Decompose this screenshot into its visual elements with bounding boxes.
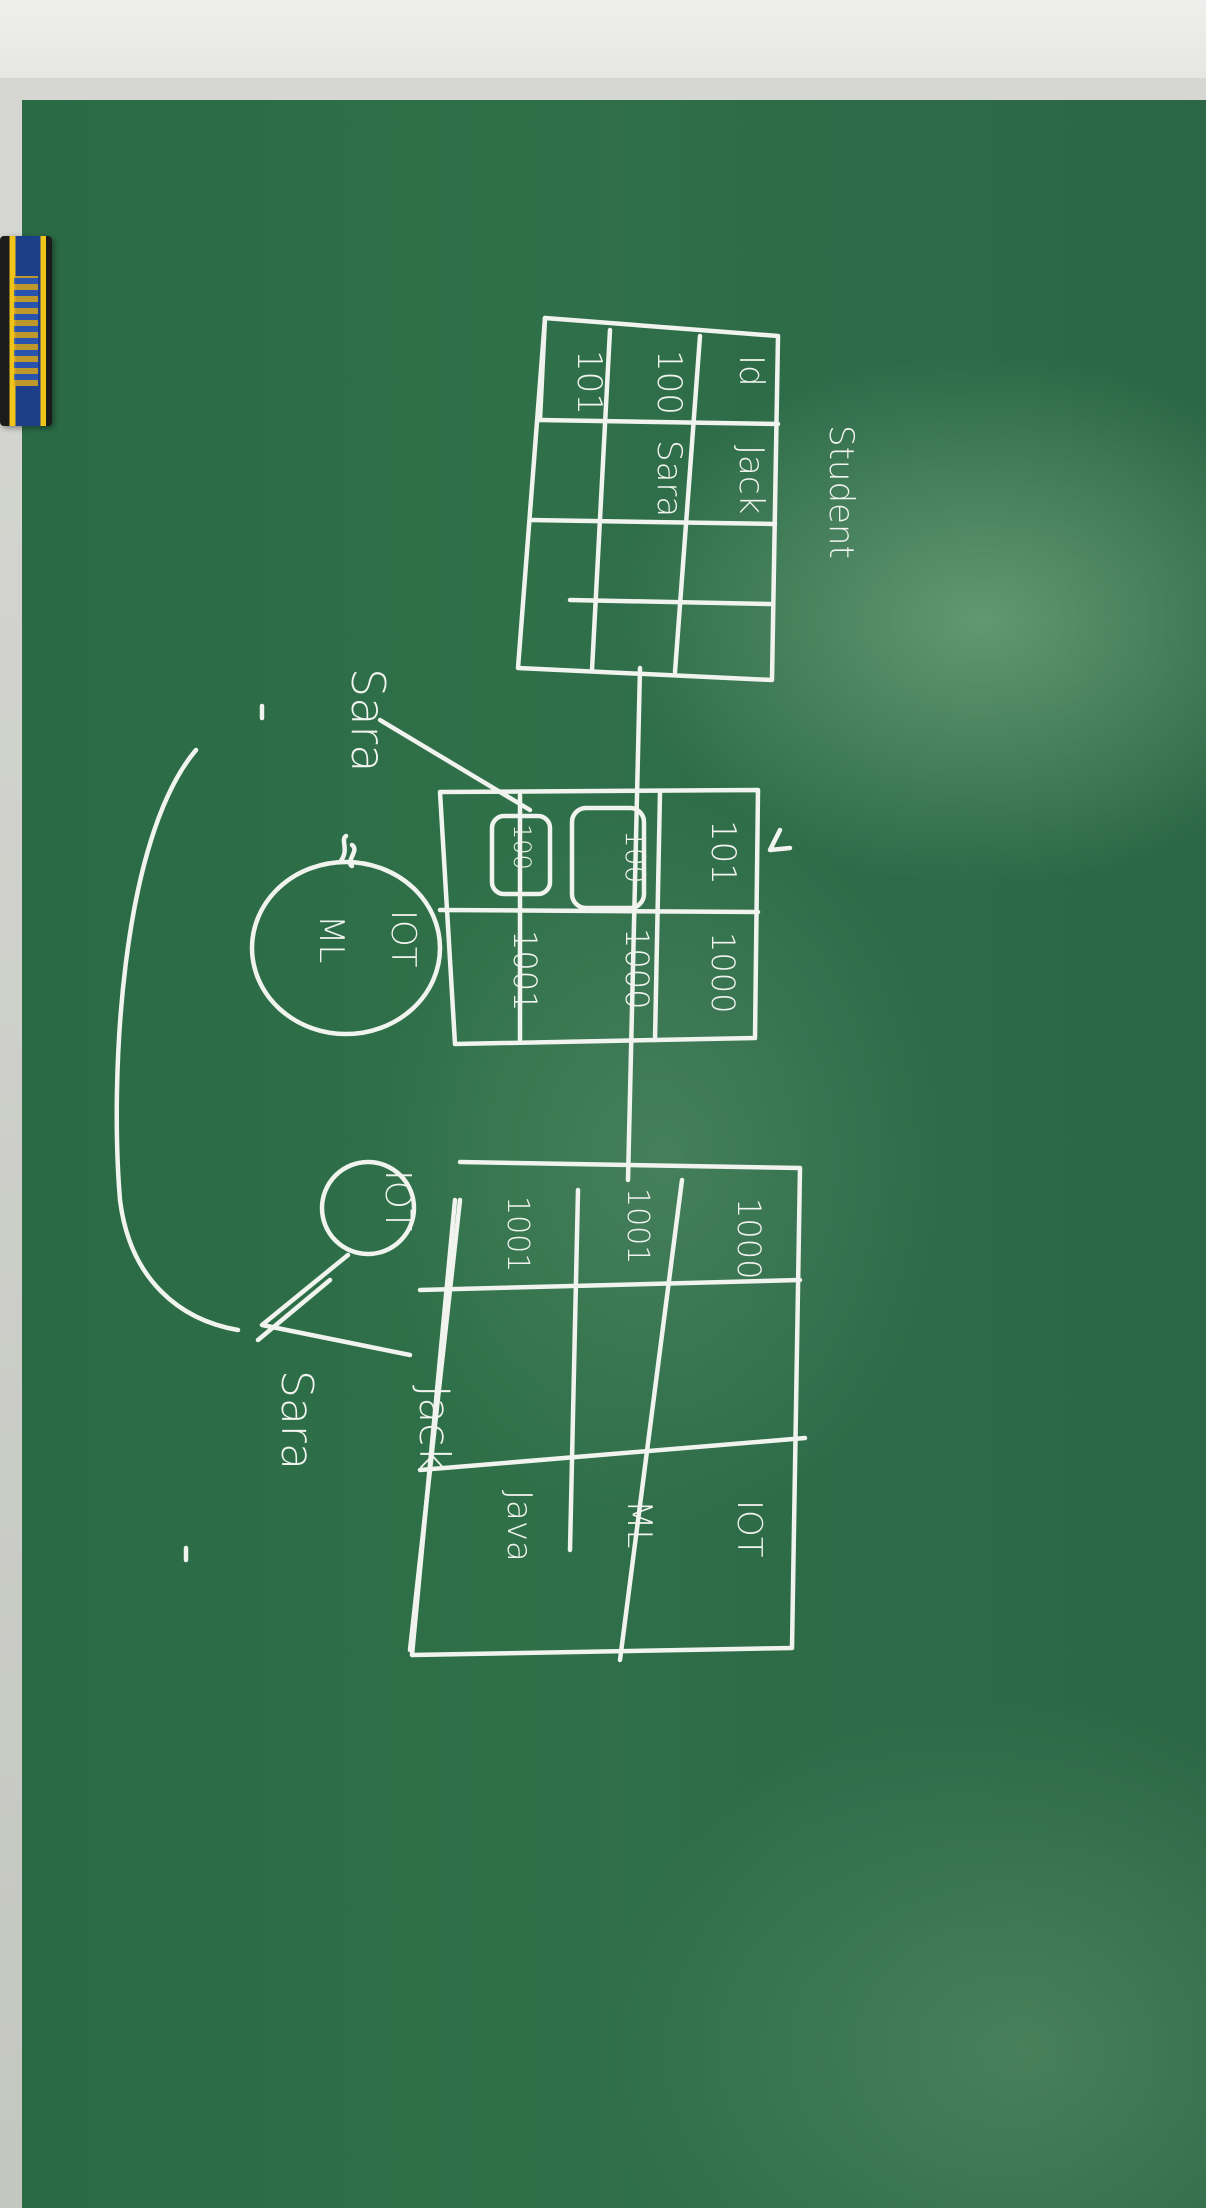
link-cell-course-2: 1001 — [506, 930, 544, 1011]
course-cell-name-2: Java — [499, 1490, 539, 1562]
link-cell-student-1: 100 — [619, 830, 652, 883]
course-cell-name-1: ML — [619, 1500, 659, 1548]
eraser — [0, 236, 52, 426]
annotation-sara-top: Sara — [341, 668, 395, 773]
annotations: Sara IOT ML IOT Jack Sara — [114, 668, 459, 1563]
annotation-jack: Jack — [410, 1385, 459, 1471]
student-cell-name-0: Jack — [731, 445, 771, 514]
course-cell-id-2: 1001 — [500, 1196, 535, 1272]
annotation-sara-bottom: Sara — [271, 1370, 322, 1470]
student-cell-name-1: Sara — [649, 440, 689, 517]
link-cell-student-2: 100 — [508, 824, 536, 870]
course-cell-name-0: IOT — [729, 1500, 769, 1558]
annotation-bubble-iot: IOT — [383, 910, 423, 968]
eraser-label — [14, 276, 38, 386]
student-cell-id-1: 100 — [649, 350, 689, 415]
student-cell-id-0: Id — [731, 355, 771, 387]
link-table: 101 1000 100 1000 100 1001 — [377, 717, 761, 1047]
student-table-title: Student — [821, 425, 861, 559]
course-cell-id-1: 1001 — [620, 1188, 655, 1264]
course-cell-id-0: 1000 — [730, 1198, 768, 1279]
annotation-circle-iot: IOT — [377, 1170, 418, 1231]
student-table: Student Id Jack 100 Sara 101 — [515, 315, 861, 683]
course-table: 1000 IOT 1001 ML 1001 Java — [407, 1159, 808, 1663]
annotation-bubble-ml: ML — [311, 915, 351, 963]
link-cell-course-0: 1000 — [704, 932, 742, 1013]
link-cell-course-1: 1000 — [618, 928, 656, 1009]
link-cell-student-0: 101 — [703, 820, 743, 885]
chalkboard — [22, 100, 1206, 2208]
student-cell-id-2: 101 — [569, 350, 609, 415]
